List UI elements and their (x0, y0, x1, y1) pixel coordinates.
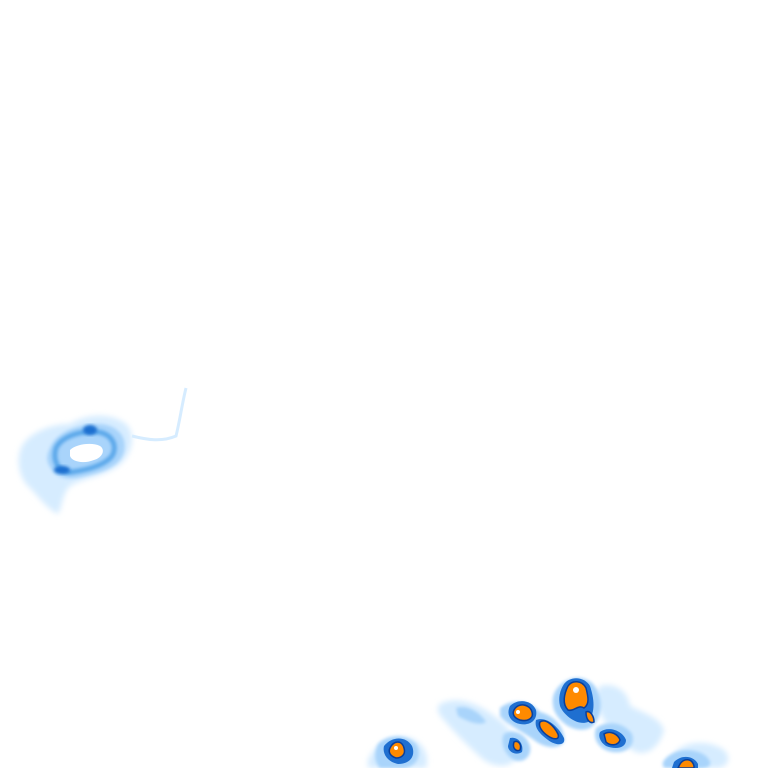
southern-intense-5 (603, 731, 621, 746)
southern-core-gap-3 (516, 710, 520, 714)
west-cell-hollow (70, 443, 103, 463)
southern-intense-4 (585, 710, 595, 724)
southern-very-light-1 (437, 700, 517, 766)
west-cell-heavy-core (83, 425, 97, 435)
southern-very-light-2 (596, 685, 664, 753)
west-cell-heavy-edge (54, 466, 70, 474)
southern-intense-1 (512, 704, 534, 722)
southern-intense-3 (563, 681, 589, 712)
echo-region-southern-line (368, 677, 729, 768)
southern-light-7 (456, 706, 486, 724)
southern-intense-2 (538, 720, 560, 740)
southern-intense-7 (512, 740, 522, 752)
southern-core-gap-2 (394, 746, 398, 750)
southern-intense-6 (388, 741, 406, 759)
west-cell-trail (131, 387, 188, 442)
southern-core-gap-1 (573, 687, 579, 693)
echo-region-west-cell (18, 387, 188, 514)
